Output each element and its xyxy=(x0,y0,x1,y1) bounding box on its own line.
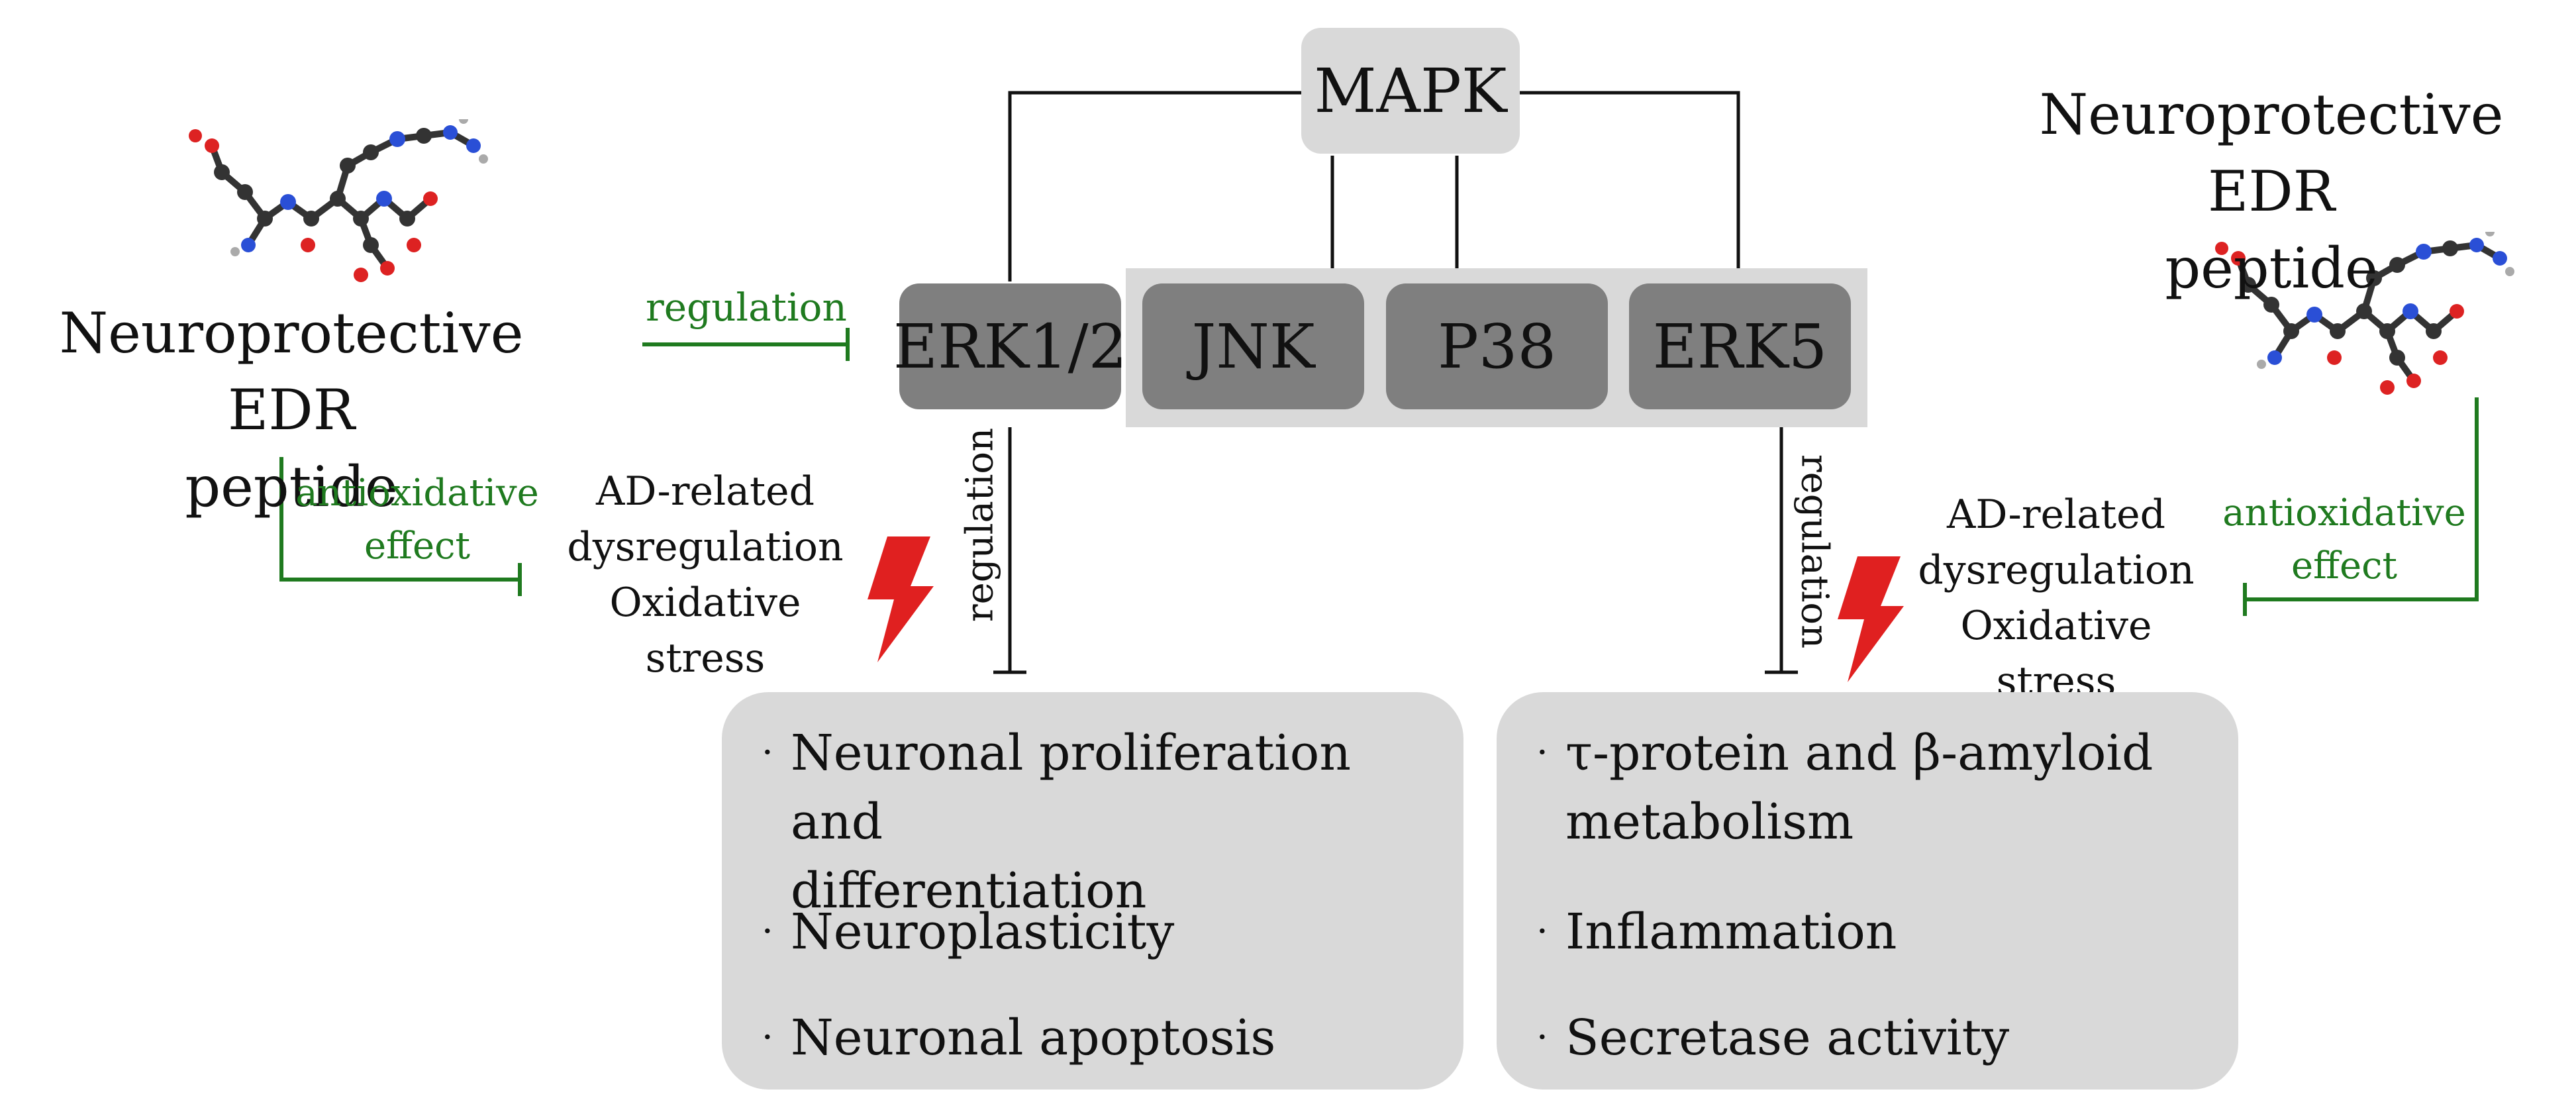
right-stress-label: AD-related dysregulation Oxidative stres… xyxy=(1901,487,2212,709)
left-antioxidative-line2: effect xyxy=(364,525,470,568)
right-outcome-item: · τ-protein and β-amyloid metabolism xyxy=(1536,719,2225,856)
bullet-icon: · xyxy=(1536,910,1548,953)
right-outcome-3: Secretase activity xyxy=(1565,1009,2010,1066)
left-peptide-title-line2: peptide xyxy=(185,454,398,519)
right-antioxidative-line2: effect xyxy=(2291,544,2397,587)
edr-peptide-molecule-icon xyxy=(189,119,488,282)
bullet-icon: · xyxy=(1536,731,1548,774)
left-stress-label: AD-related dysregulation Oxidative stres… xyxy=(550,464,861,686)
left-regulation-label: regulation xyxy=(646,285,847,330)
left-outcome-1-line1: Neuronal proliferation and xyxy=(791,725,1352,850)
right-vertical-regulation-label: regulation xyxy=(1793,454,1836,649)
left-vertical-regulation-label: regulation xyxy=(958,427,1002,623)
bullet-icon: · xyxy=(762,731,773,774)
left-outcome-item: · Neuroplasticity xyxy=(762,897,1450,966)
right-outcome-item: · Inflammation xyxy=(1536,897,2225,966)
left-outcome-3: Neuronal apoptosis xyxy=(791,1009,1276,1066)
lightning-bolt-icon xyxy=(867,536,934,662)
right-outcome-1-line2: metabolism xyxy=(1565,793,1854,850)
bullet-icon: · xyxy=(762,910,773,953)
right-stress-line2: dysregulation xyxy=(1918,547,2195,593)
left-peptide-title-line1: Neuroprotective EDR xyxy=(59,301,524,442)
right-stress-line1: AD-related xyxy=(1947,491,2165,538)
right-antioxidative-label: antioxidative effect xyxy=(2212,487,2477,593)
right-outcome-item: · Secretase activity xyxy=(1536,1003,2225,1072)
right-outcome-2: Inflammation xyxy=(1565,903,1897,960)
right-peptide-title: Neuroprotective EDR peptide xyxy=(1980,76,2563,307)
left-antioxidative-line1: antioxidative xyxy=(295,472,539,515)
right-outcome-1-line1: τ-protein and β-amyloid xyxy=(1565,725,2154,782)
left-antioxidative-label: antioxidative effect xyxy=(285,467,550,573)
left-outcomes-panel xyxy=(722,692,1463,1090)
left-peptide-title: Neuroprotective EDR peptide xyxy=(0,295,583,525)
jnk-node: JNK xyxy=(1142,283,1364,409)
left-stress-line1: AD-related xyxy=(596,468,815,515)
left-outcome-2: Neuroplasticity xyxy=(791,903,1175,960)
right-peptide-title-line2: peptide xyxy=(2165,236,2378,301)
erk12-node: ERK1/2 xyxy=(893,283,1127,409)
erk5-node: ERK5 xyxy=(1629,283,1851,409)
mapk-node: MAPK xyxy=(1301,28,1520,154)
p38-node: P38 xyxy=(1386,283,1608,409)
left-outcome-1-line2: differentiation xyxy=(791,862,1147,919)
edr-peptide-molecule-icon xyxy=(2215,232,2514,395)
left-outcome-item: · Neuronal apoptosis xyxy=(762,1003,1450,1072)
left-outcome-item: · Neuronal proliferation and differentia… xyxy=(762,719,1450,925)
bullet-icon: · xyxy=(762,1016,773,1059)
right-outcomes-panel xyxy=(1497,692,2238,1090)
right-peptide-title-line1: Neuroprotective EDR xyxy=(2039,82,2504,224)
left-stress-line3: Oxidative stress xyxy=(609,580,801,682)
bullet-icon: · xyxy=(1536,1016,1548,1059)
right-antioxidative-line1: antioxidative xyxy=(2222,491,2466,535)
lightning-bolt-icon xyxy=(1838,556,1904,682)
left-stress-line2: dysregulation xyxy=(567,524,844,570)
